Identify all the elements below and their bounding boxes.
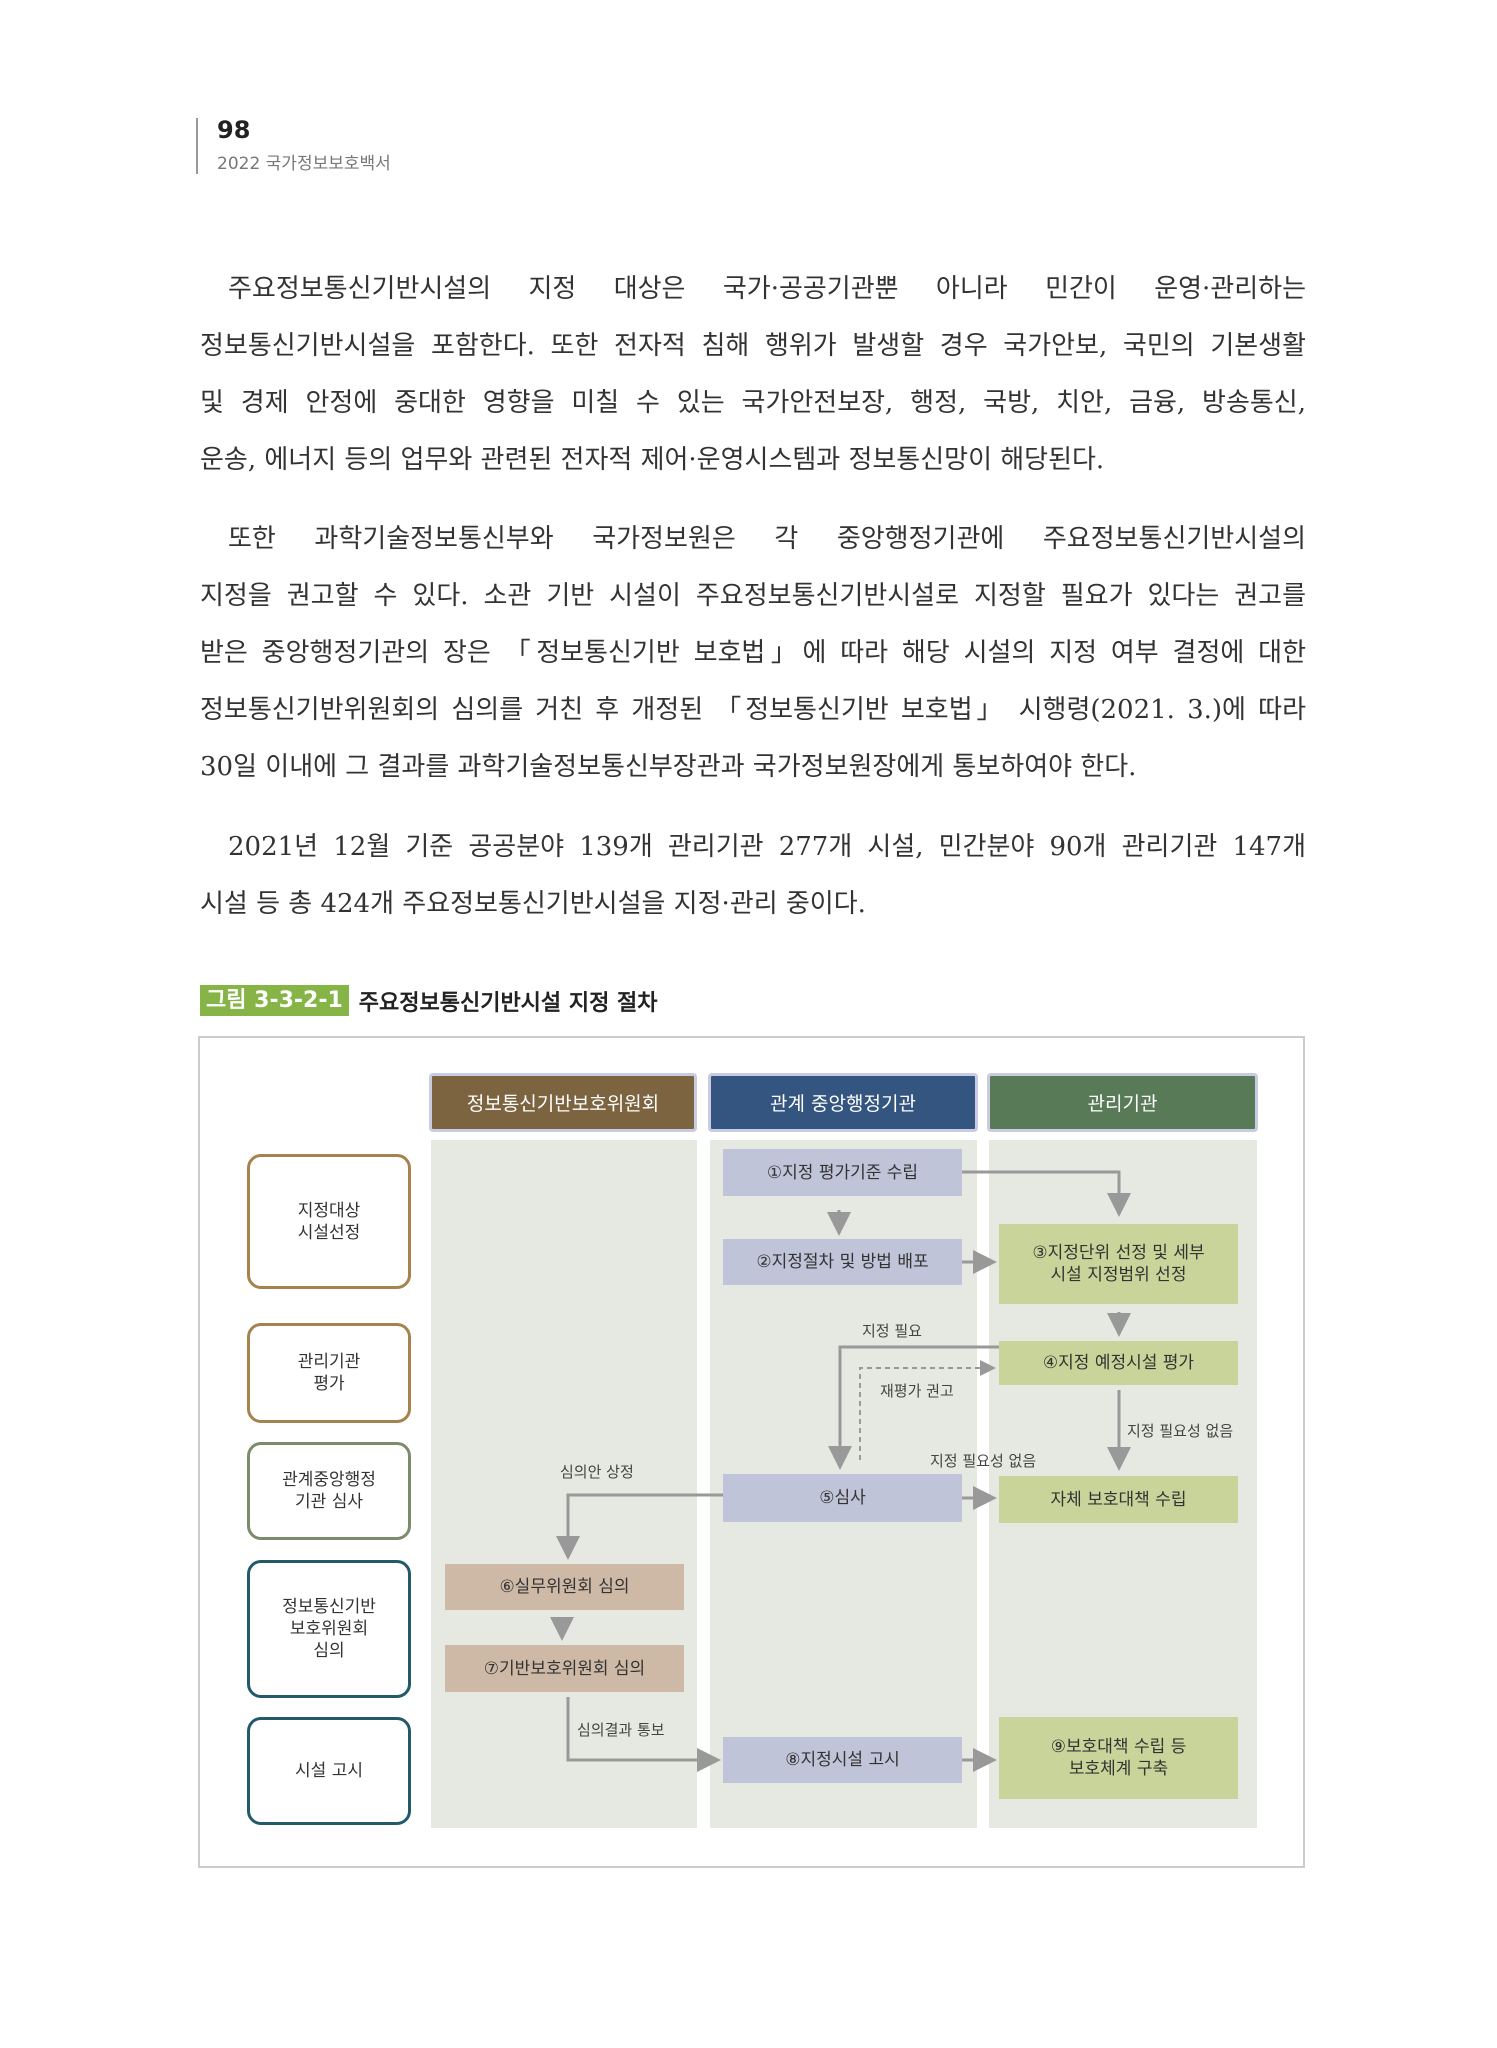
text-line: 또한 과학기술정보통신부와 국가정보원은 각 중앙행정기관에 주요정보통신기반시… — [228, 524, 1306, 554]
column-header-ministry: 관계 중앙행정기관 — [708, 1073, 978, 1132]
text-line: 지정을 권고할 수 있다. 소관 기반 시설이 주요정보통신기반시설로 지정할 … — [200, 581, 1306, 611]
label-submit: 심의안 상정 — [560, 1463, 634, 1481]
arrow-reevaluate — [859, 1360, 996, 1460]
page-number: 98 — [217, 116, 251, 144]
text-line: 받은 중앙행정기관의 장은 「정보통신기반 보호법」에 따라 해당 시설의 지정… — [200, 638, 1306, 668]
paragraph-2: 또한 과학기술정보통신부와 국가정보원은 각 중앙행정기관에 주요정보통신기반시… — [200, 511, 1306, 796]
step-5: ⑤심사 — [723, 1474, 962, 1522]
figure-frame — [198, 1036, 1305, 1868]
text-line: 운송, 에너지 등의 업무와 관련된 전자적 제어·운영시스템과 정보통신망이 … — [200, 445, 1105, 475]
stage-evaluation: 관리기관 평가 — [247, 1323, 411, 1423]
label-no-need-1: 지정 필요성 없음 — [1127, 1422, 1234, 1440]
step-3: ③지정단위 선정 및 세부 시설 지정범위 선정 — [999, 1224, 1238, 1304]
stage-notice: 시설 고시 — [247, 1717, 411, 1825]
label-no-need-2: 지정 필요성 없음 — [930, 1452, 1037, 1470]
header-divider — [196, 118, 198, 174]
paragraph-1: 주요정보통신기반시설의 지정 대상은 국가·공공기관뿐 아니라 민간이 운영·관… — [200, 261, 1306, 489]
text-line: 정보통신기반위원회의 심의를 거친 후 개정된 「정보통신기반 보호법」 시행령… — [200, 695, 1306, 725]
step-4: ④지정 예정시설 평가 — [999, 1341, 1238, 1385]
paragraph-3: 2021년 12월 기준 공공분야 139개 관리기관 277개 시설, 민간분… — [200, 819, 1306, 933]
text-line: 정보통신기반시설을 포함한다. 또한 전자적 침해 행위가 발생할 경우 국가안… — [200, 331, 1306, 361]
column-header-committee: 정보통신기반보호위원회 — [429, 1073, 697, 1132]
arrow-4-5 — [828, 1345, 999, 1470]
arrow-5-6 — [556, 1493, 723, 1560]
step-2: ②지정절차 및 방법 배포 — [723, 1239, 962, 1285]
text-line: 주요정보통신기반시설의 지정 대상은 국가·공공기관뿐 아니라 민간이 운영·관… — [228, 274, 1306, 304]
figure-title: 주요정보통신기반시설 지정 절차 — [358, 990, 658, 1016]
text-line: 2021년 12월 기준 공공분야 139개 관리기관 277개 시설, 민간분… — [228, 832, 1306, 862]
stage-review: 관계중앙행정 기관 심사 — [247, 1442, 411, 1540]
stage-deliberation: 정보통신기반 보호위원회 심의 — [247, 1560, 411, 1698]
column-committee — [431, 1140, 697, 1828]
label-reevaluate: 재평가 권고 — [880, 1382, 954, 1400]
column-header-operator: 관리기관 — [987, 1073, 1258, 1132]
text-line: 및 경제 안정에 중대한 영향을 미칠 수 있는 국가안전보장, 행정, 국방,… — [200, 388, 1306, 418]
figure-label: 그림 3-3-2-1 — [200, 985, 349, 1016]
stage-selection: 지정대상 시설선정 — [247, 1154, 411, 1289]
step-8: ⑧지정시설 고시 — [723, 1737, 962, 1783]
step-9: ⑨보호대책 수립 등 보호체계 구축 — [999, 1717, 1238, 1799]
arrow-1-3 — [962, 1170, 1131, 1217]
text-line: 시설 등 총 424개 주요정보통신기반시설을 지정·관리 중이다. — [200, 889, 866, 919]
book-title: 2022 국가정보보호백서 — [217, 154, 391, 174]
step-1: ①지정 평가기준 수립 — [723, 1149, 962, 1196]
label-notify: 심의결과 통보 — [577, 1721, 665, 1739]
figure-caption: 그림 3-3-2-1 주요정보통신기반시설 지정 절차 — [200, 985, 657, 1016]
arrow-7-8 — [566, 1697, 721, 1772]
step-self-protection: 자체 보호대책 수립 — [999, 1476, 1238, 1523]
text-line: 30일 이내에 그 결과를 과학기술정보통신부장관과 국가정보원장에게 통보하여… — [200, 752, 1137, 782]
step-6: ⑥실무위원회 심의 — [445, 1564, 684, 1610]
step-7: ⑦기반보호위원회 심의 — [445, 1645, 684, 1692]
label-need: 지정 필요 — [862, 1322, 922, 1340]
